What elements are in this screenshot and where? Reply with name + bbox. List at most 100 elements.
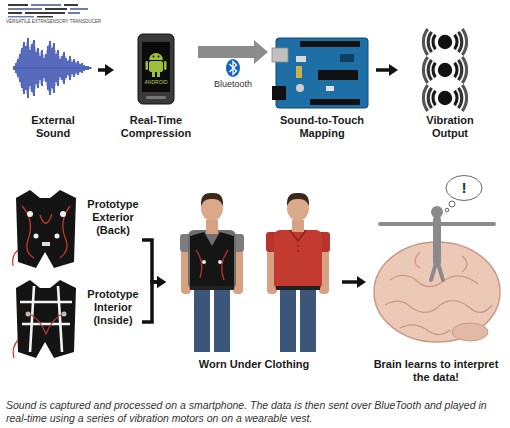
arduino-board (272, 38, 368, 108)
arrow-head (357, 276, 366, 288)
stage-node: External Sound (10, 30, 96, 142)
connector-line (142, 282, 158, 322)
logo-mark (68, 12, 80, 14)
vest-exterior (34, 234, 39, 239)
node-label: Worn Under Clothing (168, 358, 340, 371)
bluetooth-logo (226, 59, 240, 77)
arduino-board (296, 66, 302, 78)
person-in-red-shirt (287, 193, 309, 206)
smartphone (153, 56, 155, 58)
smartphone (149, 53, 163, 60)
thought-bubble (445, 176, 482, 212)
vibration-icons (423, 29, 466, 55)
arduino-board (296, 84, 304, 92)
brain (390, 275, 478, 286)
person-in-vest (190, 286, 234, 290)
vest-exterior (13, 190, 76, 268)
vest-interior (26, 312, 66, 334)
vibration-icons (423, 85, 466, 111)
smartphone (149, 61, 163, 72)
vest-exterior (22, 206, 34, 258)
person-in-red-shirt (300, 286, 316, 352)
smartphone (158, 56, 160, 58)
vest-exterior (27, 211, 33, 217)
person-in-vest (206, 220, 218, 234)
sound-waveform (14, 38, 92, 98)
logo-mark (8, 8, 42, 10)
vibration-icons (423, 29, 466, 111)
node-label: Sound-to-Touch Mapping (270, 114, 374, 140)
brain (452, 323, 488, 341)
stage-node: Brain learns to interpret the data! (368, 176, 504, 386)
connector-line (376, 68, 390, 72)
node-label: Vibration Output (415, 114, 485, 140)
thought-bubble (449, 201, 455, 207)
connector-arrow (342, 276, 366, 288)
vest-exterior (42, 242, 50, 246)
smartphone (152, 72, 155, 77)
node-label: Prototype Exterior (Back) (82, 198, 144, 237)
logo-mark (8, 4, 28, 6)
arduino-board (326, 86, 334, 91)
person-in-red-shirt (297, 245, 299, 247)
vibration-icons (423, 57, 466, 83)
person-in-vest (214, 286, 230, 352)
logo-mark (37, 16, 53, 18)
smartphone (138, 34, 174, 104)
vest-interior (20, 286, 72, 352)
smartphone (146, 61, 149, 70)
vest-interior (13, 280, 76, 358)
person-in-vest (188, 230, 236, 290)
arduino-board (296, 56, 306, 62)
node-label: External Sound (23, 114, 83, 140)
arduino-board (272, 86, 286, 100)
thought-bubble (446, 176, 482, 201)
connector-line (98, 68, 106, 72)
smartphone (138, 34, 174, 104)
smartphone (164, 61, 167, 70)
connector-line (142, 240, 158, 282)
bluetooth-logo (230, 62, 237, 75)
caption-text: Sound is captured and processed on a sma… (6, 399, 504, 425)
smartphone (146, 96, 166, 99)
stage-node: Prototype Interior (Inside) (10, 276, 140, 362)
person-in-vest (196, 250, 202, 278)
arduino-board (272, 48, 288, 62)
connector-arrow (198, 40, 268, 64)
person-in-red-shirt (297, 250, 299, 252)
node-label: Brain learns to interpret the data! (368, 358, 504, 384)
logo-mark (8, 12, 22, 14)
vest-exterior (13, 250, 18, 266)
node-label: Real-Time Compression (116, 114, 196, 140)
arduino-board (340, 54, 354, 62)
person-in-red-shirt (266, 193, 330, 352)
vest-interior (62, 312, 67, 317)
logo-mark (8, 16, 34, 18)
person-in-vest (194, 286, 210, 352)
person-in-red-shirt (292, 220, 304, 232)
thick-arrow-body (198, 46, 254, 58)
vest-exterior (60, 211, 66, 217)
logo-mark (70, 8, 88, 10)
node-label: Prototype Interior (Inside) (82, 288, 144, 327)
person-in-red-shirt (274, 230, 322, 290)
brain (400, 325, 450, 335)
person-in-red-shirt (276, 286, 320, 290)
standing-figure (431, 206, 443, 218)
vest-exterior (40, 214, 52, 223)
vest-interior (26, 312, 31, 317)
logo-mark (31, 4, 61, 6)
vest-exterior (55, 234, 60, 239)
arrow-head (157, 276, 166, 288)
standing-figure (431, 260, 443, 280)
logo-mark (45, 8, 67, 10)
vest-interior (16, 280, 76, 358)
connector-line (342, 280, 358, 284)
sound-waveform (15, 42, 89, 94)
logo-mark (8, 4, 88, 18)
arduino-board (310, 99, 360, 105)
vest-exterior (16, 190, 76, 268)
arrow-head (157, 276, 166, 288)
vibration-icons (423, 29, 466, 55)
person-in-vest (218, 260, 222, 264)
